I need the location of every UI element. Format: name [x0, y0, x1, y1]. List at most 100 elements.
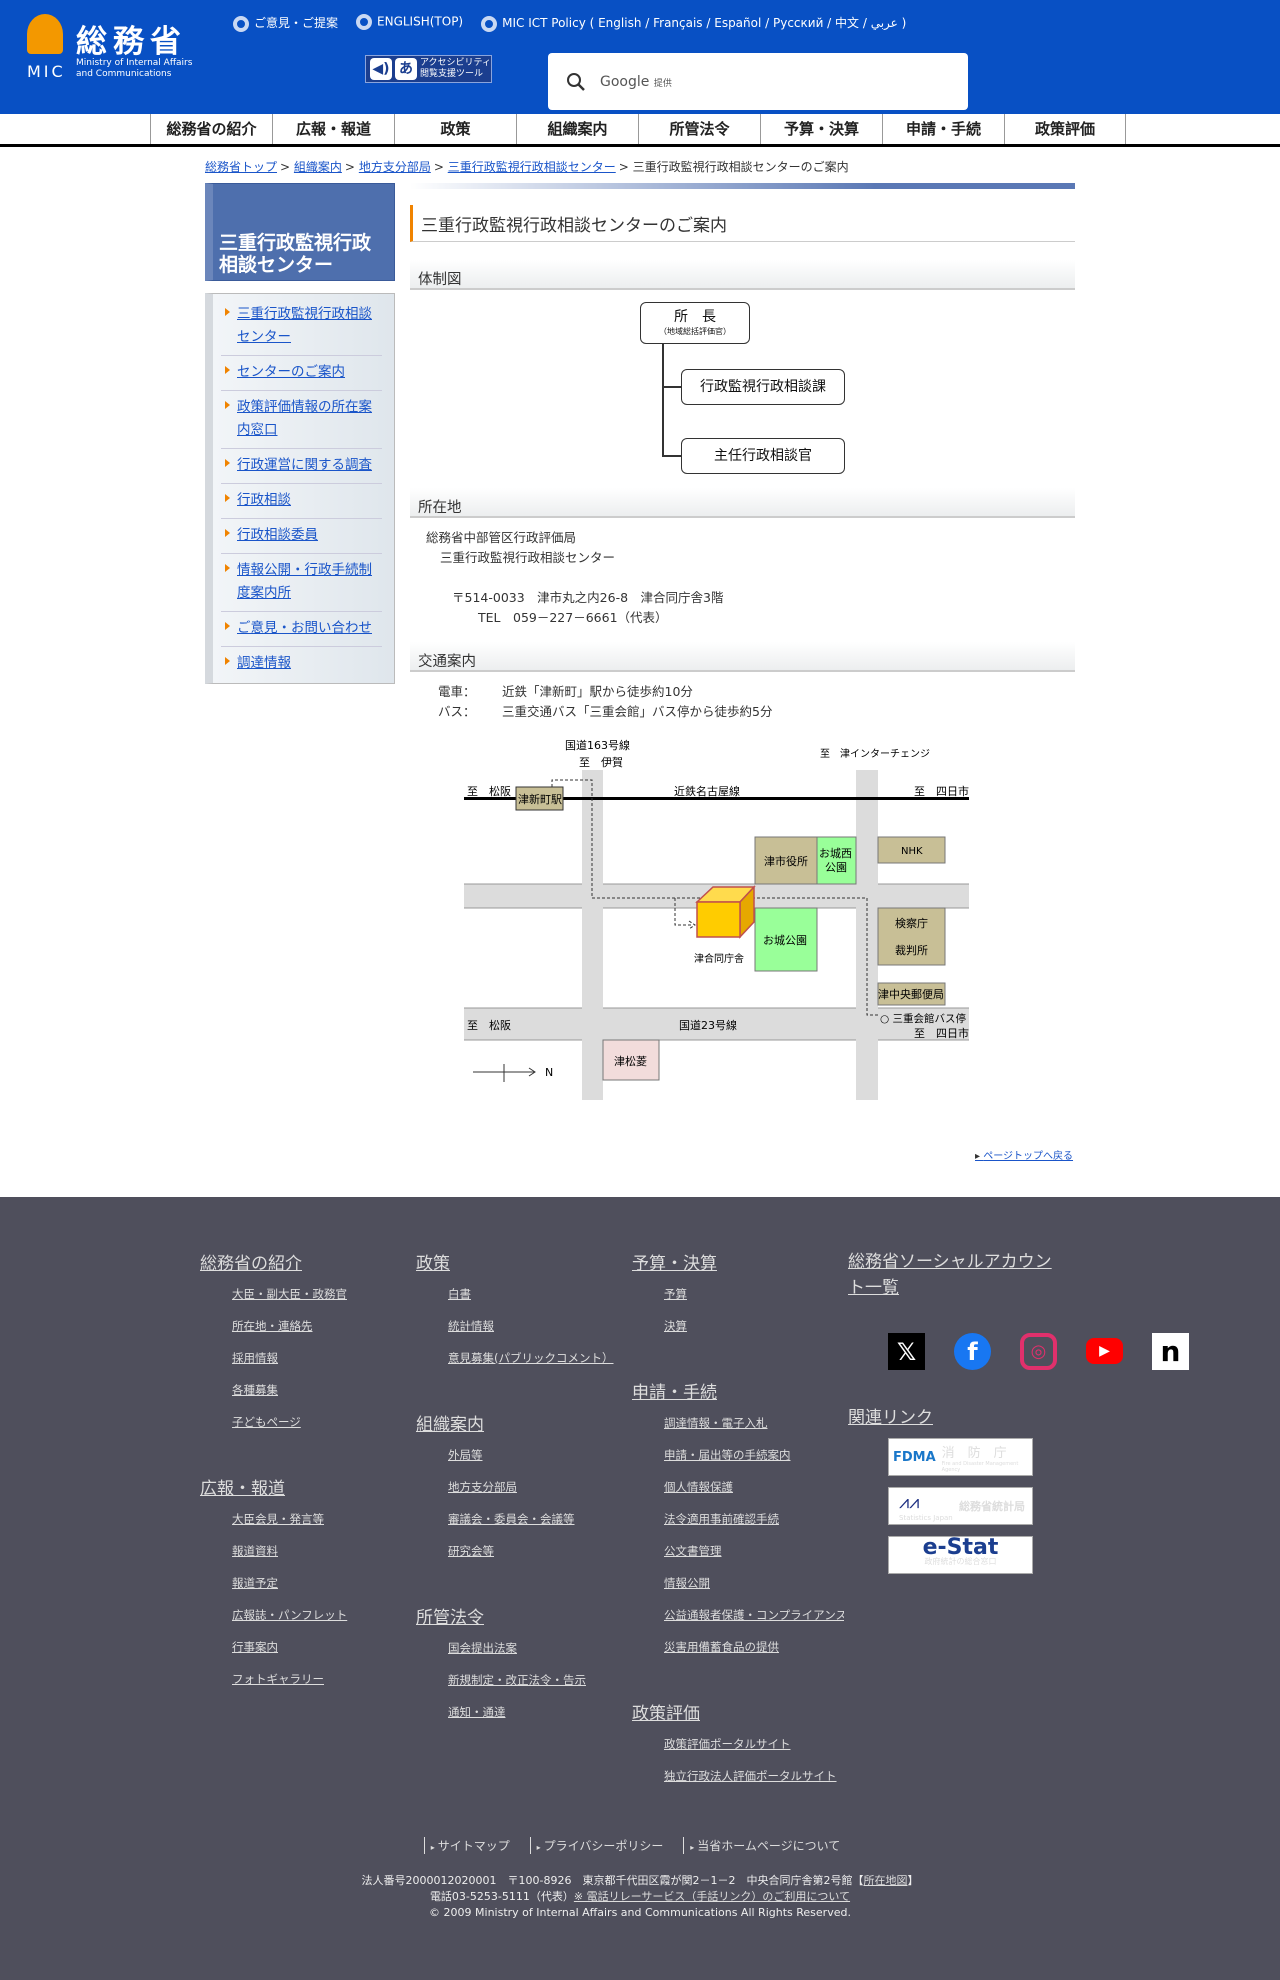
- svg-text:裁判所: 裁判所: [895, 944, 928, 957]
- breadcrumb-link[interactable]: 三重行政監視行政相談センター: [447, 160, 616, 174]
- footer-link[interactable]: 白書: [448, 1287, 471, 1301]
- footer-link[interactable]: 大臣会見・発言等: [232, 1512, 324, 1526]
- footer-heading[interactable]: 政策評価: [632, 1704, 700, 1724]
- page-title: 三重行政監視行政相談センターのご案内: [410, 205, 1075, 242]
- page-top-link[interactable]: ページトップへ戻る: [975, 1147, 1073, 1162]
- top-link-english[interactable]: ENGLISH(TOP): [356, 14, 463, 32]
- footer-link[interactable]: 予算: [664, 1287, 687, 1301]
- sidebar-item: 行政相談委員: [221, 519, 382, 554]
- sitemap-link[interactable]: サイトマップ: [423, 1837, 526, 1854]
- footer-link[interactable]: 法令適用事前確認手続: [664, 1512, 779, 1526]
- top-link-ict-policy[interactable]: MIC ICT Policy ( English / Français / Es…: [481, 14, 906, 32]
- footer-link[interactable]: 外局等: [448, 1448, 483, 1462]
- svg-text:近鉄名古屋線: 近鉄名古屋線: [674, 784, 740, 798]
- org-unit-box: 主任行政相談官: [681, 438, 845, 474]
- footer-link[interactable]: 政策評価ポータルサイト: [664, 1737, 791, 1751]
- circle-icon: [233, 15, 249, 32]
- svg-text:津中央郵便局: 津中央郵便局: [878, 988, 944, 1001]
- footer-link[interactable]: 申請・届出等の手続案内: [664, 1448, 791, 1462]
- footer-link[interactable]: 地方支分部局: [448, 1480, 517, 1494]
- footer-link[interactable]: 個人情報保護: [664, 1480, 733, 1494]
- breadcrumb-link[interactable]: 総務省トップ: [205, 160, 278, 174]
- map-link[interactable]: 所在地図: [863, 1874, 908, 1887]
- estat-banner[interactable]: e-Stat 政府統計の総合窓口: [888, 1536, 1033, 1574]
- footer-link[interactable]: 国会提出法案: [448, 1641, 517, 1655]
- nav-laws[interactable]: 所管法令: [638, 114, 760, 144]
- footer-link[interactable]: 報道資料: [232, 1544, 278, 1558]
- note-icon[interactable]: n: [1152, 1333, 1189, 1370]
- footer-link[interactable]: 災害用備蓄食品の提供: [664, 1640, 779, 1654]
- nav-organization[interactable]: 組織案内: [516, 114, 638, 144]
- footer-link[interactable]: 情報公開: [664, 1576, 710, 1590]
- social-accounts-heading[interactable]: 総務省ソーシャルアカウント一覧: [848, 1252, 1052, 1298]
- footer-link[interactable]: 研究会等: [448, 1544, 494, 1558]
- footer-link[interactable]: 子どもページ: [232, 1415, 301, 1429]
- youtube-icon[interactable]: ▶: [1086, 1338, 1123, 1364]
- sidebar-link[interactable]: 政策評価情報の所在案内窓口: [237, 399, 372, 438]
- footer-link[interactable]: 通知・通達: [448, 1705, 506, 1719]
- nav-intro[interactable]: 総務省の紹介: [150, 114, 272, 144]
- footer-heading[interactable]: 組織案内: [416, 1415, 484, 1435]
- footer-link[interactable]: 調達情報・電子入札: [664, 1416, 768, 1430]
- top-link-feedback[interactable]: ご意見・ご提案: [233, 14, 338, 32]
- accessibility-tool-button[interactable]: ◀)あ アクセシビリティ閲覧支援ツール: [365, 55, 492, 83]
- related-links-heading[interactable]: 関連リンク: [848, 1408, 933, 1428]
- footer-heading[interactable]: 所管法令: [416, 1608, 484, 1628]
- footer-link[interactable]: 新規制定・改正法令・告示: [448, 1673, 586, 1687]
- sidebar-link[interactable]: 調達情報: [237, 655, 291, 671]
- privacy-policy-link[interactable]: プライバシーポリシー: [529, 1837, 680, 1854]
- footer-heading[interactable]: 広報・報道: [200, 1479, 285, 1499]
- footer-link[interactable]: 統計情報: [448, 1319, 494, 1333]
- sidebar-link[interactable]: 情報公開・行政手続制度案内所: [237, 562, 372, 601]
- nav-applications[interactable]: 申請・手続: [882, 114, 1004, 144]
- breadcrumb-link[interactable]: 組織案内: [293, 160, 342, 174]
- sidebar-link[interactable]: 三重行政監視行政相談センター: [237, 306, 372, 345]
- footer-link[interactable]: フォトギャラリー: [232, 1672, 324, 1686]
- sidebar-link[interactable]: ご意見・お問い合わせ: [237, 620, 372, 636]
- footer-link[interactable]: 各種募集: [232, 1383, 278, 1397]
- sidebar-item: ご意見・お問い合わせ: [221, 612, 382, 647]
- about-site-link[interactable]: 当省ホームページについて: [683, 1837, 856, 1854]
- nav-budget[interactable]: 予算・決算: [760, 114, 882, 144]
- nav-evaluation[interactable]: 政策評価: [1004, 114, 1126, 144]
- footer-heading[interactable]: 予算・決算: [632, 1254, 717, 1274]
- breadcrumb-link[interactable]: 地方支分部局: [358, 160, 431, 174]
- speaker-icon: ◀): [370, 58, 392, 80]
- footer-heading[interactable]: 申請・手続: [632, 1383, 717, 1403]
- footer-link[interactable]: 意見募集(パブリックコメント）: [448, 1351, 614, 1365]
- footer-link[interactable]: 公文書管理: [664, 1544, 722, 1558]
- nav-policy[interactable]: 政策: [394, 114, 516, 144]
- sidebar-link[interactable]: 行政相談委員: [237, 527, 318, 543]
- footer-link[interactable]: 採用情報: [232, 1351, 278, 1365]
- statistics-bureau-banner[interactable]: ⩘⩘ 総務省統計局 Statistics Japan: [888, 1487, 1033, 1525]
- svg-text:お城西: お城西: [819, 847, 852, 860]
- footer-heading[interactable]: 総務省の紹介: [200, 1254, 302, 1274]
- sidebar-link[interactable]: 行政運営に関する調査: [237, 457, 372, 473]
- footer-link[interactable]: 大臣・副大臣・政務官: [232, 1287, 347, 1301]
- walking-route: [551, 779, 879, 1016]
- relay-service-link[interactable]: ※ 電話リレーサービス（手話リンク）のご利用について: [573, 1890, 851, 1903]
- footer-link[interactable]: 公益通報者保護・コンプライアンス: [664, 1608, 844, 1622]
- sidebar-item: センターのご案内: [221, 356, 382, 391]
- footer-link[interactable]: 独立行政法人評価ポータルサイト: [664, 1769, 837, 1783]
- sidebar-item: 情報公開・行政手続制度案内所: [221, 554, 382, 612]
- footer-link[interactable]: 行事案内: [232, 1640, 278, 1654]
- instagram-icon[interactable]: ◎: [1020, 1333, 1057, 1370]
- sidebar-link[interactable]: 行政相談: [237, 492, 291, 508]
- footer-heading[interactable]: 政策: [416, 1254, 450, 1274]
- search-input[interactable]: Google 提供: [548, 53, 968, 110]
- sidebar-item: 三重行政監視行政相談センター: [221, 298, 382, 356]
- facebook-icon[interactable]: f: [954, 1333, 991, 1370]
- nav-press[interactable]: 広報・報道: [272, 114, 394, 144]
- footer-link[interactable]: 広報誌・パンフレット: [232, 1608, 348, 1622]
- footer-link[interactable]: 決算: [664, 1319, 687, 1333]
- x-icon[interactable]: 𝕏: [888, 1333, 925, 1370]
- footer-link[interactable]: 所在地・連絡先: [232, 1319, 313, 1333]
- footer-bottom-links: サイトマップ プライバシーポリシー 当省ホームページについて: [0, 1837, 1280, 1854]
- footer-link[interactable]: 審議会・委員会・会議等: [448, 1512, 575, 1526]
- footer-link[interactable]: 報道予定: [232, 1576, 278, 1590]
- sidebar-link[interactable]: センターのご案内: [237, 364, 345, 380]
